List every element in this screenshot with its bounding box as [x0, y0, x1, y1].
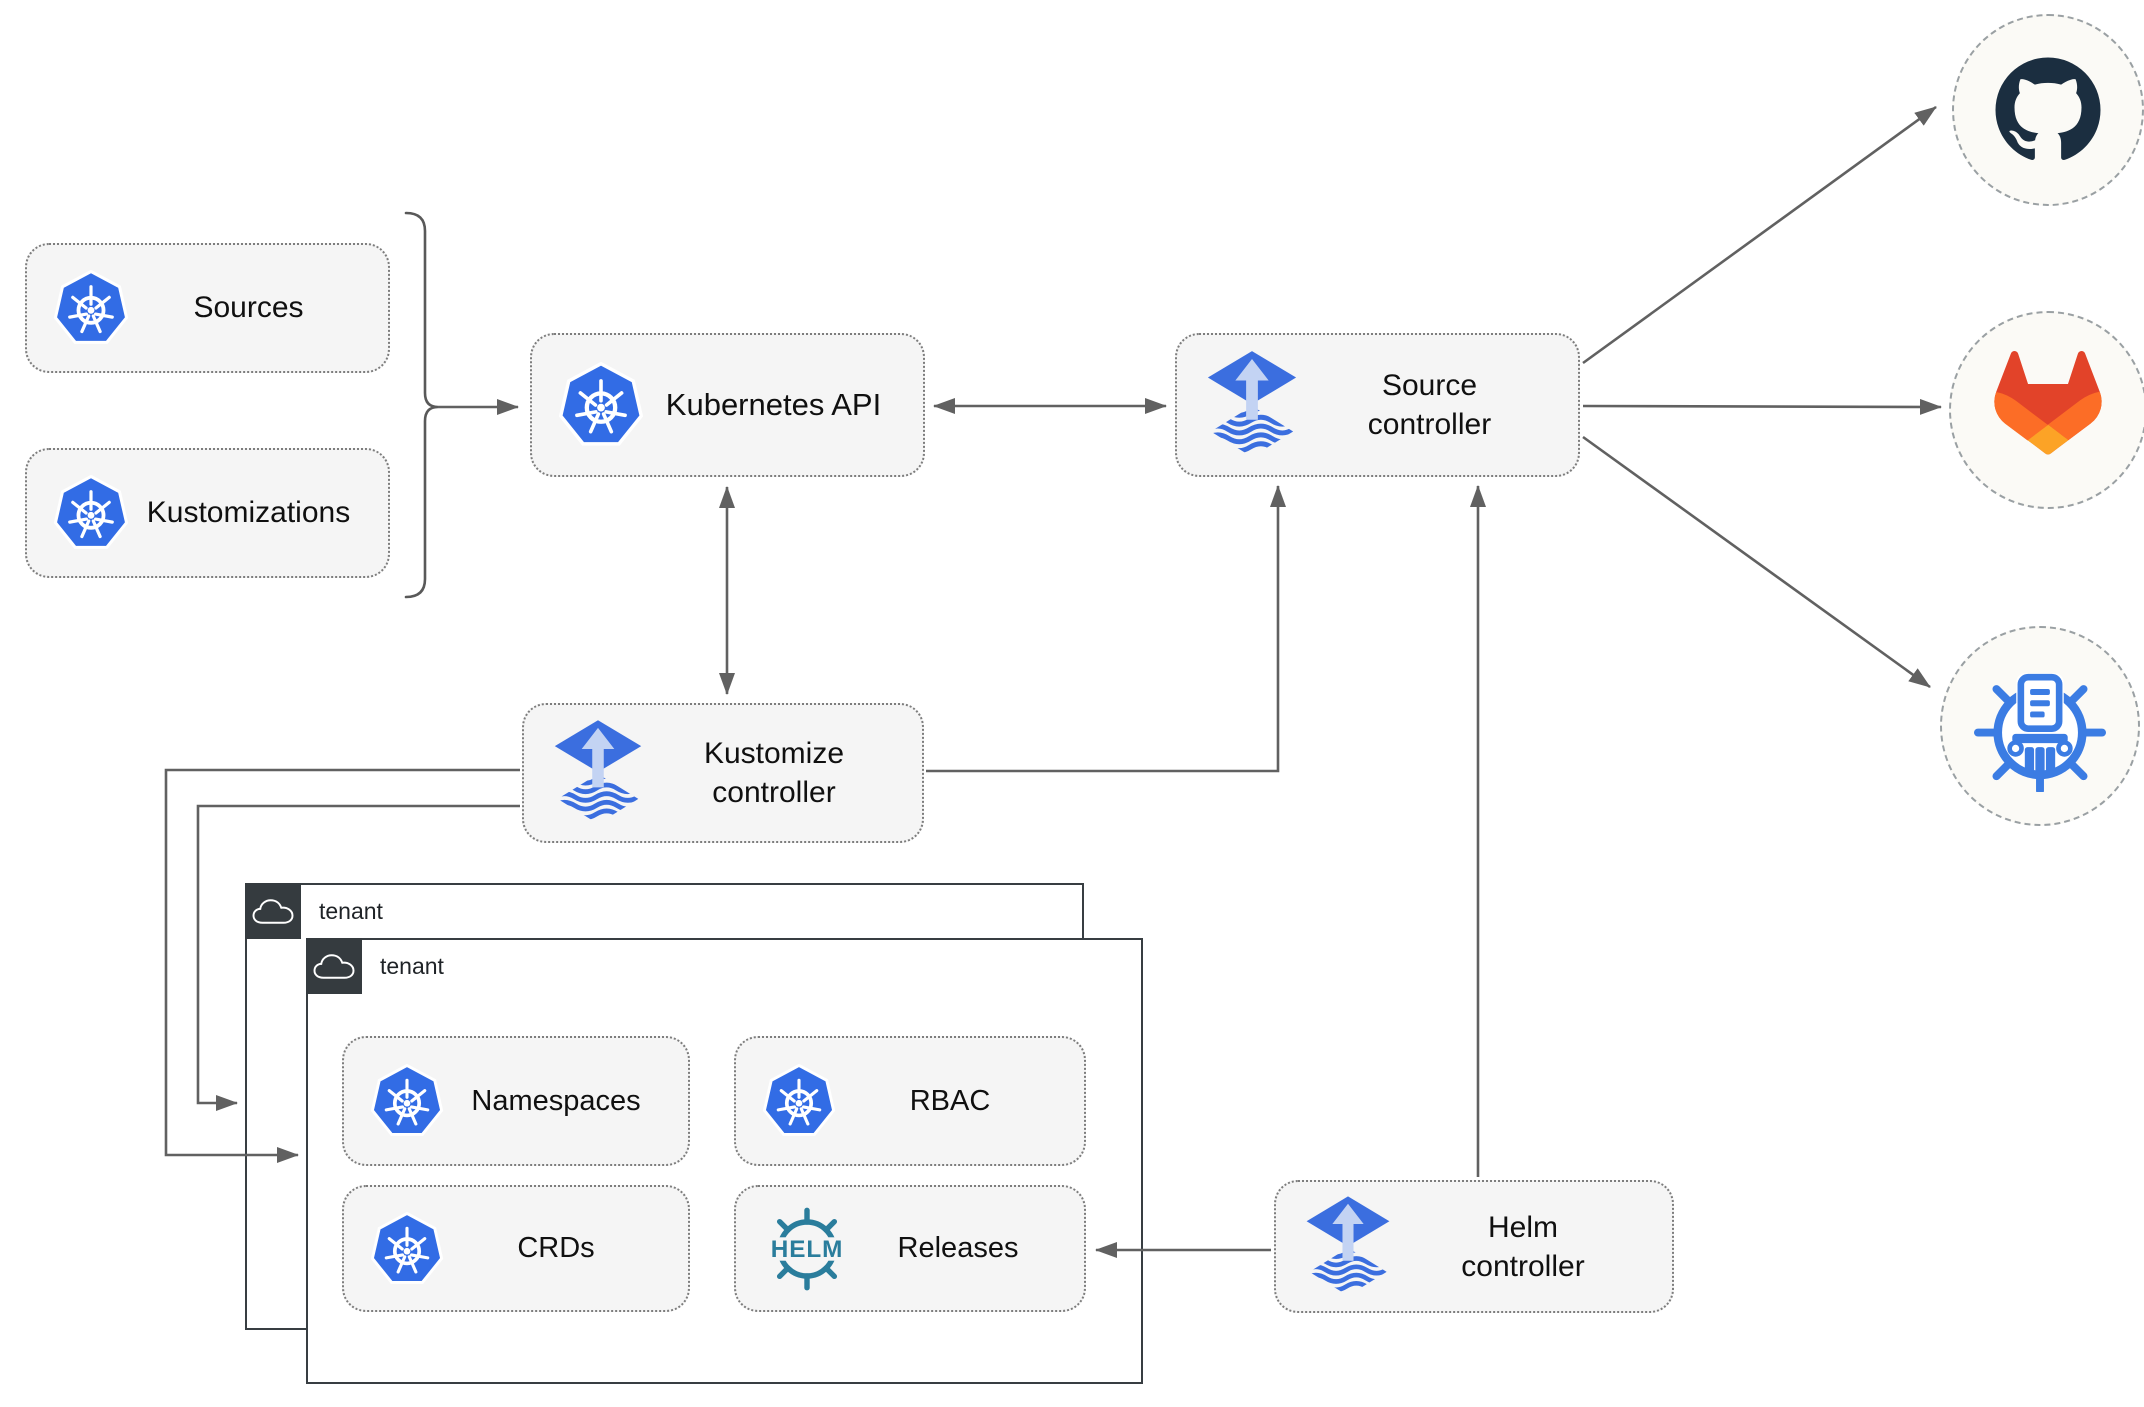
node-sources-label: Sources [193, 291, 304, 324]
external-chartmuseum [1940, 626, 2140, 826]
node-releases: HELM Releases [734, 1185, 1086, 1312]
gitlab-icon [1984, 348, 2112, 472]
external-github [1952, 14, 2144, 206]
edge-source-chartmuseum [1582, 435, 1931, 689]
node-source-controller-label: Source controller [1367, 369, 1492, 441]
kubernetes-icon [53, 475, 129, 551]
node-rbac: RBAC [734, 1036, 1086, 1166]
node-kubernetes-api-label: Kubernetes API [665, 387, 882, 422]
flux-icon [1203, 351, 1301, 459]
node-sources: Sources [25, 243, 390, 373]
kubernetes-icon [370, 1211, 444, 1286]
cloud-badge-outer [245, 883, 301, 939]
node-kustomizations-label: Kustomizations [146, 496, 351, 529]
kubernetes-icon [53, 270, 129, 346]
flux-icon [1302, 1196, 1394, 1298]
flux-icon [550, 720, 646, 826]
node-helm-controller: Helm controller [1274, 1180, 1674, 1313]
node-releases-label: Releases [897, 1232, 1019, 1264]
node-helm-controller-label: Helm controller [1461, 1210, 1585, 1283]
tenant-outer-label: tenant [319, 898, 383, 924]
node-namespaces: Namespaces [342, 1036, 690, 1166]
kubernetes-icon [558, 362, 644, 448]
edge-source-gitlab [1582, 398, 1942, 415]
kubernetes-icon [762, 1064, 836, 1138]
helm-logo-text: HELM [771, 1236, 843, 1263]
kubernetes-icon [370, 1064, 444, 1138]
cloud-badge-inner [306, 938, 362, 994]
cloud-icon [313, 953, 355, 980]
edge-source-github [1582, 105, 1937, 365]
node-crds: CRDs [342, 1185, 690, 1312]
github-icon [1985, 47, 2111, 173]
edge-kustomize-source [926, 485, 1286, 773]
tenant-inner-label: tenant [380, 953, 444, 979]
external-gitlab [1949, 311, 2144, 509]
node-kubernetes-api: Kubernetes API [530, 333, 925, 477]
node-kustomizations: Kustomizations [25, 448, 390, 578]
node-source-controller: Source controller [1175, 333, 1580, 477]
edge-bracket [404, 211, 439, 599]
node-kustomize-controller-label: Kustomize controller [703, 737, 845, 809]
node-rbac-label: RBAC [909, 1084, 991, 1117]
cloud-icon [252, 898, 294, 925]
helm-icon: HELM [762, 1204, 852, 1294]
node-namespaces-label: Namespaces [471, 1084, 641, 1117]
node-crds-label: CRDs [517, 1232, 595, 1264]
chartmuseum-icon [1974, 660, 2106, 792]
node-kustomize-controller: Kustomize controller [522, 703, 924, 843]
